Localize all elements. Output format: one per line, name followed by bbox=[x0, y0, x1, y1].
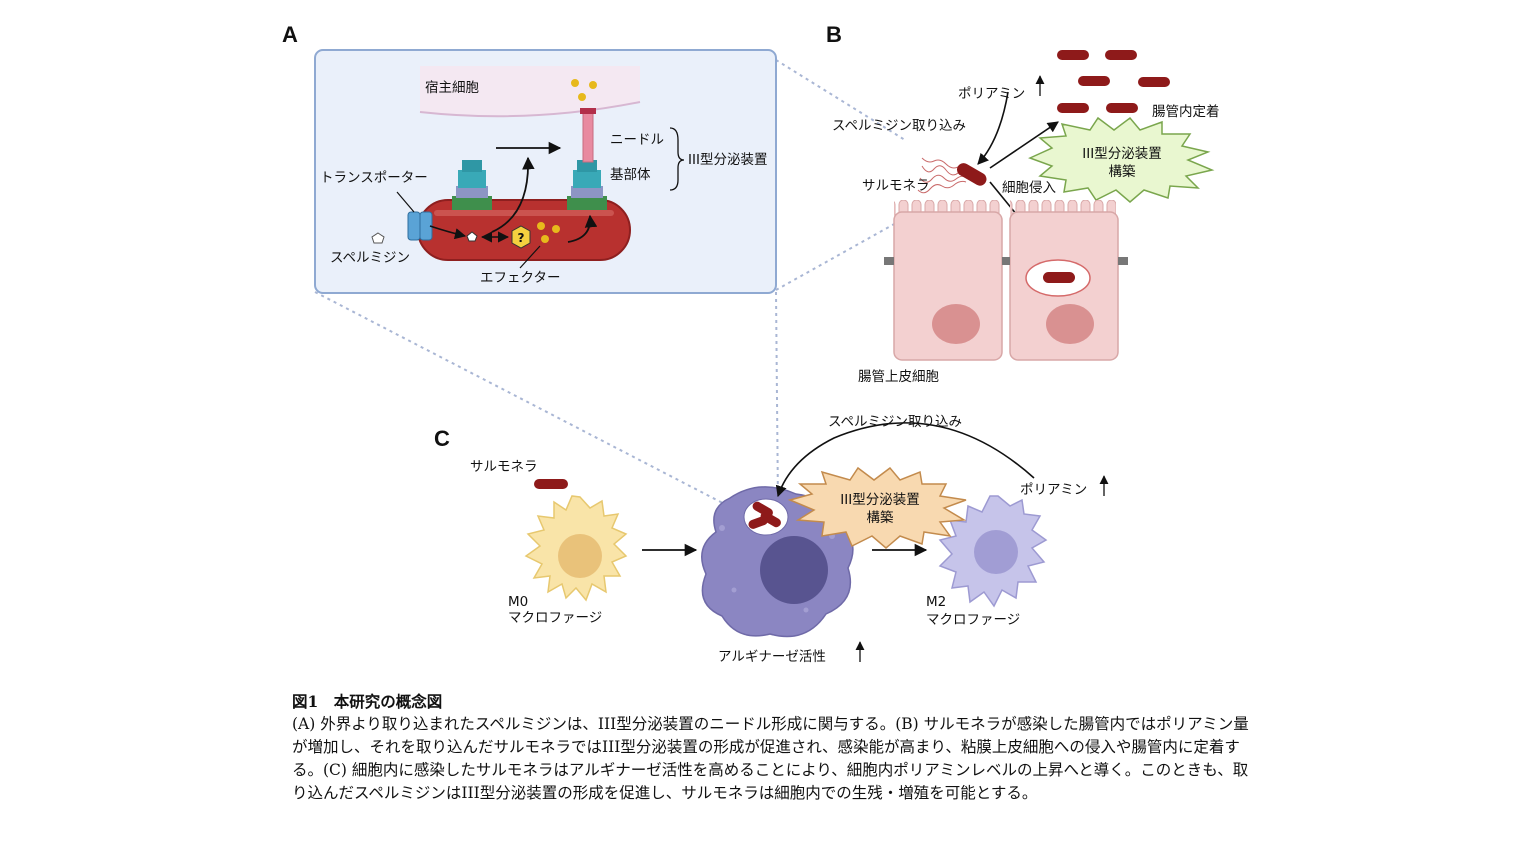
m2-label-2: マクロファージ bbox=[926, 612, 1020, 628]
needle bbox=[582, 111, 594, 163]
m2-macrophage bbox=[938, 495, 1048, 608]
secreted-effectors bbox=[571, 79, 597, 101]
arginase-label: アルギナーゼ活性 bbox=[718, 649, 826, 665]
t3ss-bracket bbox=[669, 127, 685, 191]
spermidine-molecule-outside bbox=[371, 232, 385, 244]
tight-junction bbox=[884, 257, 894, 265]
zoom-guide-lines bbox=[314, 59, 906, 513]
salmonella-label-c: サルモネラ bbox=[470, 459, 538, 475]
panel-b: ポリアミン 腸管内定着 スペルミジン取り込み サルモネラ 細胞侵入 III型分泌… bbox=[832, 50, 1220, 385]
unknown-factor-mark: ? bbox=[518, 231, 525, 245]
polyamine-label-c: ポリアミン bbox=[1020, 482, 1087, 498]
figure-caption: 図1 本研究の概念図 (A) 外界より取り込まれたスペルミジンは、III型分泌装… bbox=[292, 690, 1262, 805]
t3ss-label: III型分泌装置 bbox=[688, 152, 767, 168]
epithelial-cells-label: 腸管上皮細胞 bbox=[858, 369, 939, 385]
concept-figure: A B C 宿主細胞 bbox=[282, 22, 1220, 665]
salmonella-label-b: サルモネラ bbox=[862, 178, 930, 194]
tight-junction bbox=[1002, 257, 1010, 265]
cell-invasion-label: 細胞侵入 bbox=[1002, 179, 1056, 196]
host-cell-label: 宿主細胞 bbox=[425, 79, 479, 96]
panel-letter-c: C bbox=[434, 426, 450, 451]
t3ss-build-label-c-1: III型分泌装置 bbox=[840, 492, 919, 508]
spermidine-label: スペルミジン bbox=[330, 250, 410, 266]
effector-label: エフェクター bbox=[480, 270, 560, 286]
m0-label-2: マクロファージ bbox=[508, 610, 602, 626]
t3ss-build-burst-c bbox=[787, 466, 967, 549]
salmonella-bacterium-b bbox=[957, 163, 987, 186]
effector-proteins bbox=[537, 222, 560, 243]
needle-label: ニードル bbox=[610, 132, 664, 148]
t3ss-build-label-b-2: 構築 bbox=[1109, 164, 1137, 180]
intracellular-salmonella-b bbox=[1043, 272, 1075, 283]
t3ss-basal-body-1 bbox=[452, 160, 492, 210]
m0-macrophage bbox=[524, 495, 628, 602]
t3ss-with-needle bbox=[567, 108, 607, 210]
caption-title: 図1 本研究の概念図 bbox=[292, 692, 443, 711]
panel-letter-b: B bbox=[826, 22, 842, 47]
colonized-bacteria bbox=[1057, 50, 1170, 113]
salmonella-bacterium-c bbox=[534, 479, 568, 489]
caption-text: (A) 外界より取り込まれたスペルミジンは、III型分泌装置のニードル形成に関与… bbox=[292, 715, 1249, 802]
panel-c: サルモネラ M0 マクロファージ M2 マクロファージ bbox=[470, 414, 1109, 665]
t3ss-build-label-b-1: III型分泌装置 bbox=[1082, 146, 1161, 162]
m0-label-1: M0 bbox=[508, 594, 528, 610]
panel-a: 宿主細胞 bbox=[314, 49, 777, 294]
m2-label-1: M2 bbox=[926, 594, 946, 610]
spermidine-molecule-inside bbox=[466, 231, 478, 242]
panel-letter-a: A bbox=[282, 22, 298, 47]
spermidine-uptake-label-c: スペルミジン取り込み bbox=[828, 414, 962, 430]
basal-body-label: 基部体 bbox=[610, 166, 651, 183]
spermidine-uptake-label-b: スペルミジン取り込み bbox=[832, 118, 966, 134]
gut-colonization-label: 腸管内定着 bbox=[1152, 103, 1220, 120]
host-cell-membrane bbox=[420, 66, 640, 117]
epithelial-cell-2 bbox=[1009, 200, 1119, 361]
transporter-label: トランスポーター bbox=[320, 170, 428, 186]
t3ss-build-burst-b bbox=[1028, 116, 1215, 203]
t3ss-build-label-c-2: 構築 bbox=[867, 510, 895, 526]
unknown-factor-icon bbox=[511, 225, 531, 249]
tight-junction bbox=[1118, 257, 1128, 265]
spermidine-uptake-arrow bbox=[775, 422, 1035, 498]
epithelial-cell-1 bbox=[893, 200, 1003, 361]
polyamine-label-b: ポリアミン bbox=[958, 86, 1025, 102]
transporter bbox=[407, 211, 433, 241]
